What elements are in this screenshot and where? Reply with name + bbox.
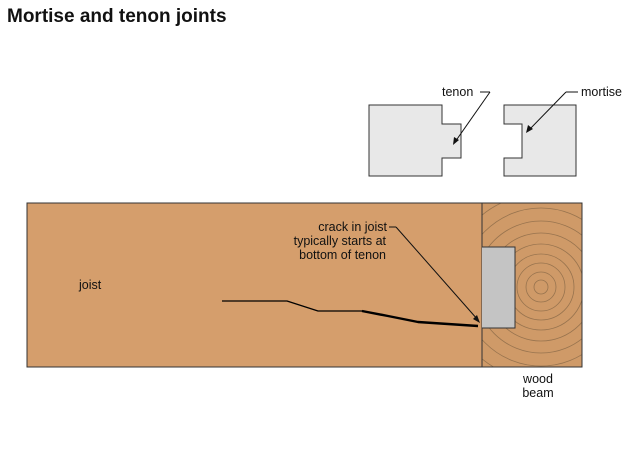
- mortise-arrowhead: [526, 125, 533, 133]
- tenon-label: tenon: [442, 85, 473, 99]
- tenon-in-mortise: [482, 246, 516, 329]
- tenon-leader-diag: [454, 91, 491, 143]
- beam-label-line1: wood: [522, 372, 553, 386]
- joist-body: [26, 202, 483, 368]
- mortise-piece: [503, 104, 577, 177]
- crack-leader-diag: [395, 226, 479, 321]
- beam-label-line2: beam: [522, 386, 553, 400]
- diagram-title: Mortise and tenon joints: [7, 6, 227, 27]
- crack-arrowhead: [473, 315, 480, 323]
- tenon-arrowhead: [453, 137, 459, 145]
- joist-label: joist: [78, 278, 102, 292]
- joist-crack-thick: [361, 309, 479, 328]
- crack-label-line2: typically starts at: [294, 234, 387, 248]
- mortise-label: mortise: [581, 85, 622, 99]
- crack-label-line1: crack in joist: [318, 220, 387, 234]
- crack-label-line3: bottom of tenon: [299, 248, 386, 262]
- mortise-leader-diag: [527, 91, 567, 132]
- tenon-piece: [368, 104, 462, 177]
